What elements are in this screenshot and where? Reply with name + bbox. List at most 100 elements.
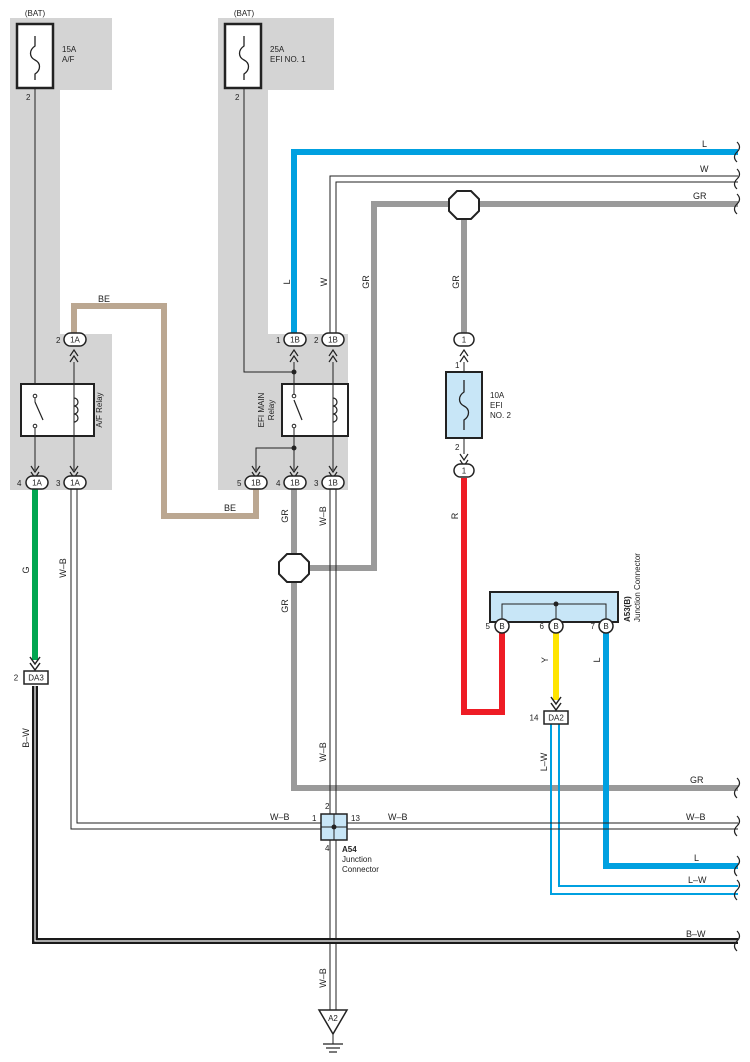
wire-label-wb-relay: W–B bbox=[318, 506, 328, 526]
pill-1a-bottom-4: 1A bbox=[25, 465, 49, 490]
label-a54-name1: Junction bbox=[342, 855, 372, 864]
label-fuse-efi1-amp: 25A bbox=[270, 45, 285, 54]
pin-efi1-fuse-2: 2 bbox=[235, 93, 240, 102]
svg-text:1A: 1A bbox=[70, 336, 80, 345]
pill-1b-top-2: 1B bbox=[321, 332, 345, 363]
continuation-markers bbox=[733, 141, 741, 952]
af-relay-coil-icon bbox=[73, 397, 79, 423]
label-efi-main-relay-2: Relay bbox=[267, 400, 276, 420]
wire-lw bbox=[550, 724, 738, 895]
wire-label-bw-bottom: B–W bbox=[686, 929, 706, 939]
chevron-down-icon bbox=[550, 696, 562, 712]
svg-text:1: 1 bbox=[462, 467, 467, 476]
af-relay-switch-icon bbox=[34, 401, 44, 421]
af-relay bbox=[20, 362, 95, 470]
label-fuse-efi1-name: EFI NO. 1 bbox=[270, 55, 306, 64]
pin-1a-bottom-3: 3 bbox=[56, 479, 61, 488]
wire-l-group bbox=[291, 149, 738, 869]
svg-text:1B: 1B bbox=[251, 479, 261, 488]
wire-label-wb-left: W–B bbox=[270, 812, 290, 822]
wire-label-gr-bottom: GR bbox=[690, 775, 704, 785]
wire-label-gr-relay-1: GR bbox=[280, 509, 290, 523]
wire-label-bw-vertical: B–W bbox=[21, 728, 31, 748]
pin-a54-4: 4 bbox=[325, 844, 330, 853]
pin-1a-bottom-4: 4 bbox=[17, 479, 22, 488]
svg-text:DA2: DA2 bbox=[548, 714, 564, 723]
continuation-gr-bottom-icon bbox=[733, 777, 741, 799]
pill-1b-bottom-5: 1B bbox=[244, 465, 268, 490]
wire-label-l-top: L bbox=[702, 139, 707, 149]
wire-label-gr-top: GR bbox=[693, 191, 707, 201]
wire-bw bbox=[32, 686, 738, 944]
continuation-bw-icon bbox=[733, 930, 741, 952]
connector-da2: DA2 14 bbox=[530, 696, 569, 725]
wire-gr-top bbox=[300, 201, 738, 571]
pill-1b-bottom-3: 1B bbox=[321, 465, 345, 490]
splice-gr-top bbox=[448, 190, 480, 220]
continuation-w-icon bbox=[733, 168, 741, 190]
wire-fuse-feeds bbox=[34, 88, 296, 396]
pin-1b-top-2: 2 bbox=[314, 336, 319, 345]
ground-a2: A2 bbox=[317, 1009, 349, 1053]
wire-be bbox=[71, 303, 259, 519]
pin-1b-bottom-4: 4 bbox=[276, 479, 281, 488]
svg-text:A2: A2 bbox=[328, 1014, 338, 1023]
fuse-af bbox=[15, 22, 55, 90]
fuse-efi1-symbol-icon bbox=[238, 36, 250, 80]
fuse-efi2 bbox=[445, 371, 483, 439]
wire-label-be-top: BE bbox=[98, 294, 110, 304]
label-fuse-efi2-name1: EFI bbox=[490, 401, 502, 410]
pin-1b-bottom-3: 3 bbox=[314, 479, 319, 488]
wire-gr-relay-out bbox=[291, 484, 738, 791]
wire-label-wb-right: W–B bbox=[686, 812, 706, 822]
wire-label-g: G bbox=[21, 566, 31, 573]
label-fuse-efi2-amp: 10A bbox=[490, 391, 505, 400]
svg-text:1B: 1B bbox=[290, 479, 300, 488]
continuation-lw-icon bbox=[733, 879, 741, 901]
pin-1a-top-2: 2 bbox=[56, 336, 61, 345]
continuation-l-top-icon bbox=[733, 141, 741, 163]
label-fuse-efi2-name2: NO. 2 bbox=[490, 411, 511, 420]
label-a54-name2: Connector bbox=[342, 865, 379, 874]
junction-connector-a54 bbox=[320, 813, 348, 841]
svg-text:1: 1 bbox=[462, 336, 467, 345]
efi-main-relay bbox=[255, 362, 349, 470]
svg-text:1A: 1A bbox=[32, 479, 42, 488]
svg-text:B: B bbox=[603, 622, 608, 631]
connector-pills: 1A 1A 1A 1B 1B 1B bbox=[25, 332, 475, 490]
efi-relay-switch-icon bbox=[293, 399, 303, 421]
label-bat-right: (BAT) bbox=[234, 9, 255, 18]
wire-label-lw-bottom: L–W bbox=[688, 875, 707, 885]
junction-connector-a53: B B B 5 6 7 bbox=[486, 591, 619, 634]
wire-label-gr-efi2: GR bbox=[451, 275, 461, 289]
pin-1b-top-1: 1 bbox=[276, 336, 281, 345]
wire-label-l-bottom: L bbox=[694, 853, 699, 863]
wire-label-r: R bbox=[450, 512, 460, 519]
fuse-efi1 bbox=[223, 22, 263, 90]
wire-label-y: Y bbox=[540, 657, 550, 663]
wire-label-wb-ground: W–B bbox=[318, 968, 328, 988]
pin-a54-13: 13 bbox=[351, 814, 360, 823]
chevron-up-icon bbox=[459, 348, 469, 363]
wire-label-wb-af: W–B bbox=[58, 558, 68, 578]
wire-label-wb-mid: W–B bbox=[388, 812, 408, 822]
label-fuse-af-name: A/F bbox=[62, 55, 75, 64]
svg-text:2: 2 bbox=[14, 674, 19, 683]
svg-text:1B: 1B bbox=[290, 336, 300, 345]
pin-1b-bottom-5: 5 bbox=[237, 479, 242, 488]
wire-l-top bbox=[291, 149, 738, 338]
wire-label-be-bottom: BE bbox=[224, 503, 236, 513]
pin-a54-1: 1 bbox=[312, 814, 317, 823]
wire-label-gr-relay-2: GR bbox=[280, 599, 290, 613]
chevron-up-icon bbox=[328, 348, 338, 363]
svg-text:7: 7 bbox=[591, 622, 596, 631]
pill-1a-bottom-3: 1A bbox=[63, 465, 87, 490]
continuation-gr-top-icon bbox=[733, 193, 741, 215]
svg-text:1A: 1A bbox=[70, 479, 80, 488]
pin-efi2-1: 1 bbox=[455, 361, 460, 370]
wire-label-wb-a54: W–B bbox=[318, 742, 328, 762]
continuation-wb-icon bbox=[733, 815, 741, 837]
wire-r bbox=[461, 478, 505, 715]
label-bat-left: (BAT) bbox=[25, 9, 46, 18]
